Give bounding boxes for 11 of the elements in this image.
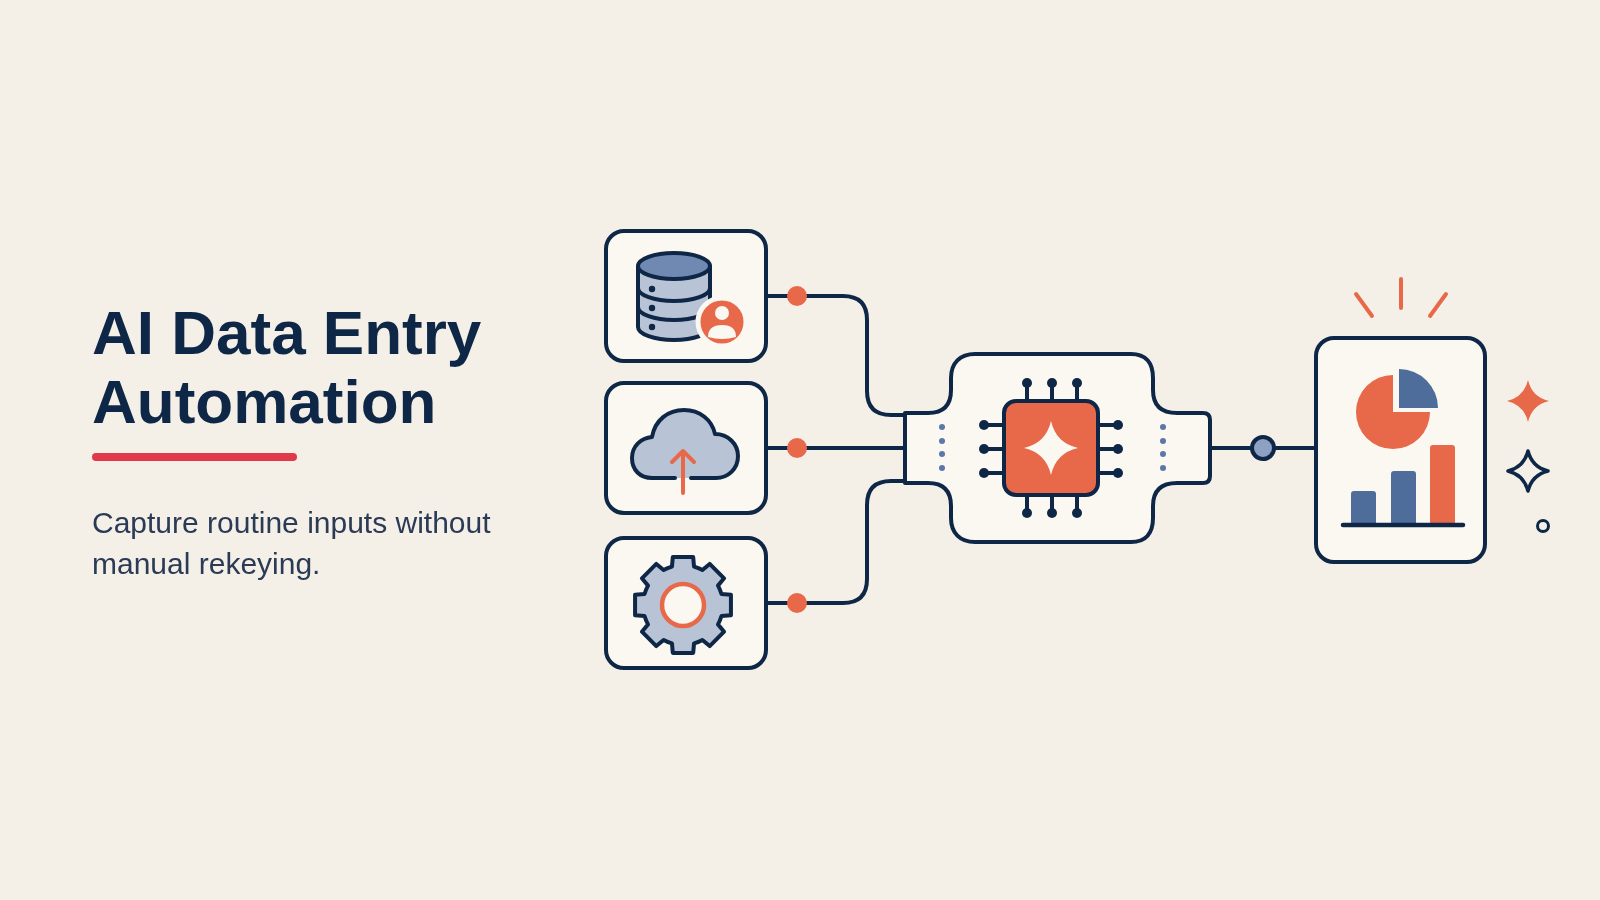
input-card	[604, 229, 768, 363]
input-card	[604, 381, 768, 515]
connector-line	[1212, 446, 1314, 450]
processor-panel	[903, 352, 1212, 544]
title: AI Data Entry Automation	[92, 298, 483, 436]
report-card	[1314, 336, 1487, 564]
connector-line	[768, 479, 903, 605]
connector-line	[768, 446, 903, 450]
input-card	[604, 536, 768, 670]
connector-line	[768, 294, 903, 417]
caption: Capture routine inputs without manual rekeying.	[92, 505, 492, 582]
